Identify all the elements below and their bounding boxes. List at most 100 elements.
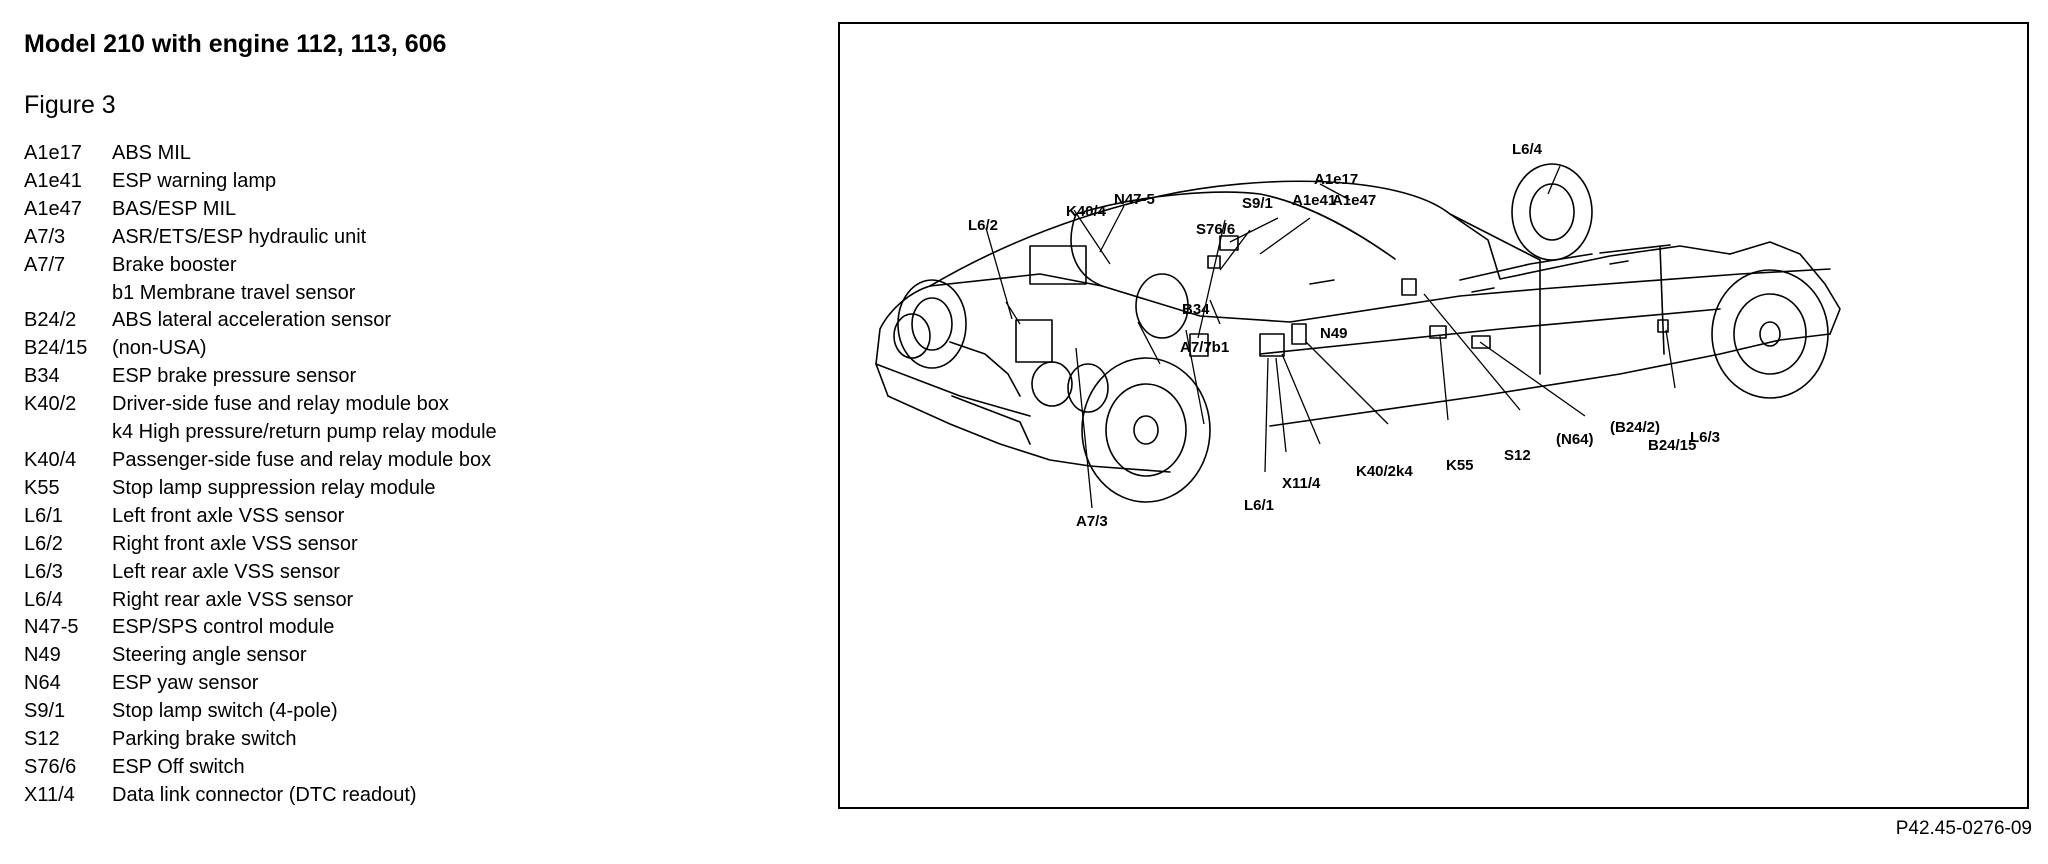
legend-code: S9/1 [24,700,66,723]
legend-row: S76/6 ESP Off switch [24,754,824,782]
legend-row: B34 ESP brake pressure sensor [24,363,824,391]
legend-code: A7/7 [24,253,66,276]
callout-label: X11/4 [1282,475,1321,492]
callout-label: (N64) [1556,431,1594,448]
callout-label: B24/15 [1648,437,1696,454]
legend-row: L6/3 Left rear axle VSS sensor [24,559,824,587]
page-title: Model 210 with engine 112, 113, 606 [24,30,447,58]
legend-description: BAS/ESP MIL [112,197,237,220]
callout-label: L6/4 [1512,141,1543,158]
legend-row: b1 Membrane travel sensor [24,280,824,308]
legend-description: ESP warning lamp [112,169,277,192]
legend-row: L6/4 Right rear axle VSS sensor [24,587,824,615]
legend-description: Right rear axle VSS sensor [112,588,354,611]
legend-code: K40/2 [24,393,77,416]
legend-description: Steering angle sensor [112,644,307,667]
legend-code: A7/3 [24,225,66,248]
legend-row: K40/4 Passenger-side fuse and relay modul… [24,447,824,475]
legend-code: L6/2 [24,532,63,555]
legend-description: k4 High pressure/return pump relay modul… [112,421,497,444]
legend-code: L6/1 [24,504,63,527]
callout-label: B34 [1182,301,1210,318]
legend-row: X11/4 Data link connector (DTC readout) [24,782,824,810]
legend-code: A1e47 [24,197,82,220]
legend-description: ESP yaw sensor [112,672,259,695]
callout-label: L6/3 [1690,429,1720,446]
callout-label: A1e47 [1332,192,1376,209]
legend-description: Stop lamp switch (4-pole) [112,700,338,723]
legend-description: (non-USA) [112,337,207,360]
legend-description: b1 Membrane travel sensor [112,281,356,304]
legend-row: L6/1 Left front axle VSS sensor [24,503,824,531]
legend-row: k4 High pressure/return pump relay modul… [24,419,824,447]
legend-code [24,280,112,308]
legend-description: ESP/SPS control module [112,616,335,639]
legend-description: Left front axle VSS sensor [112,504,345,527]
legend-row: S12 Parking brake switch [24,726,824,754]
legend-code: L6/3 [24,560,63,583]
figure-label: Figure 3 [24,91,116,119]
legend-code: S76/6 [24,755,77,778]
legend-row: L6/2 Right front axle VSS sensor [24,531,824,559]
callout-label: K40/4 [1066,203,1107,220]
legend-code: B24/15 [24,337,88,360]
legend-row: N49 Steering angle sensor [24,642,824,670]
legend-code: N49 [24,644,61,667]
legend-row: B24/2 ABS lateral acceleration sensor [24,307,824,335]
legend-description: ESP Off switch [112,755,245,778]
legend-code: B24/2 [24,309,77,332]
callout-label: L6/1 [1244,497,1274,514]
callout-label: K55 [1446,457,1474,474]
legend-code: A1e17 [24,142,82,164]
legend-code: A1e41 [24,169,82,192]
callout-label: N47-5 [1114,191,1155,208]
legend-code: K55 [24,476,60,499]
legend-description: Passenger-side fuse and relay module box [112,448,492,471]
legend-row: A1e47 BAS/ESP MIL [24,196,824,224]
callout-label: S76/6 [1196,221,1235,238]
callout-label: (B24/2) [1610,419,1660,436]
legend-description: ABS lateral acceleration sensor [112,309,392,332]
car-outline [875,163,1841,503]
leader-lines [985,165,1676,509]
legend-description: Data link connector (DTC readout) [112,783,417,806]
callout-label: L6/2 [968,217,998,234]
legend-code: L6/4 [24,588,63,611]
legend-row: A1e41 ESP warning lamp [24,168,824,196]
callout-label: A7/3 [1076,513,1108,530]
legend-code: N64 [24,672,61,695]
legend-code: S12 [24,728,60,751]
legend-description: Stop lamp suppression relay module [112,476,436,499]
callout-label: S9/1 [1242,195,1273,212]
legend-code: K40/4 [24,448,77,471]
legend-row: B24/15 (non-USA) [24,335,824,363]
legend-panel: Model 210 with engine 112, 113, 606 Figu… [24,30,824,810]
legend-row: S9/1 Stop lamp switch (4-pole) [24,698,824,726]
callout-label: A1e17 [1314,171,1358,188]
legend-code: X11/4 [24,783,75,806]
legend-description: Driver-side fuse and relay module box [112,393,449,416]
callout-label: K40/2k4 [1356,463,1413,480]
legend-row: K40/2 Driver-side fuse and relay module b… [24,391,824,419]
legend-description: Right front axle VSS sensor [112,532,358,555]
legend-description: Left rear axle VSS sensor [112,560,340,583]
legend-description: ESP brake pressure sensor [112,365,357,388]
callout-label: A1e41 [1292,192,1336,209]
legend-description: Brake booster [112,253,237,276]
legend-description: Parking brake switch [112,728,297,751]
reference-number: P42.45-0276-09 [1895,818,2032,839]
callout-label: N49 [1320,325,1348,342]
legend-code: N47-5 [24,616,79,639]
legend-code: B34 [24,365,60,388]
legend-row: N64 ESP yaw sensor [24,670,824,698]
legend-row: N47-5 ESP/SPS control module [24,614,824,642]
callout-label: S12 [1504,447,1531,464]
callout-label: A7/7b1 [1180,339,1229,356]
legend-row: K55 Stop lamp suppression relay module [24,475,824,503]
